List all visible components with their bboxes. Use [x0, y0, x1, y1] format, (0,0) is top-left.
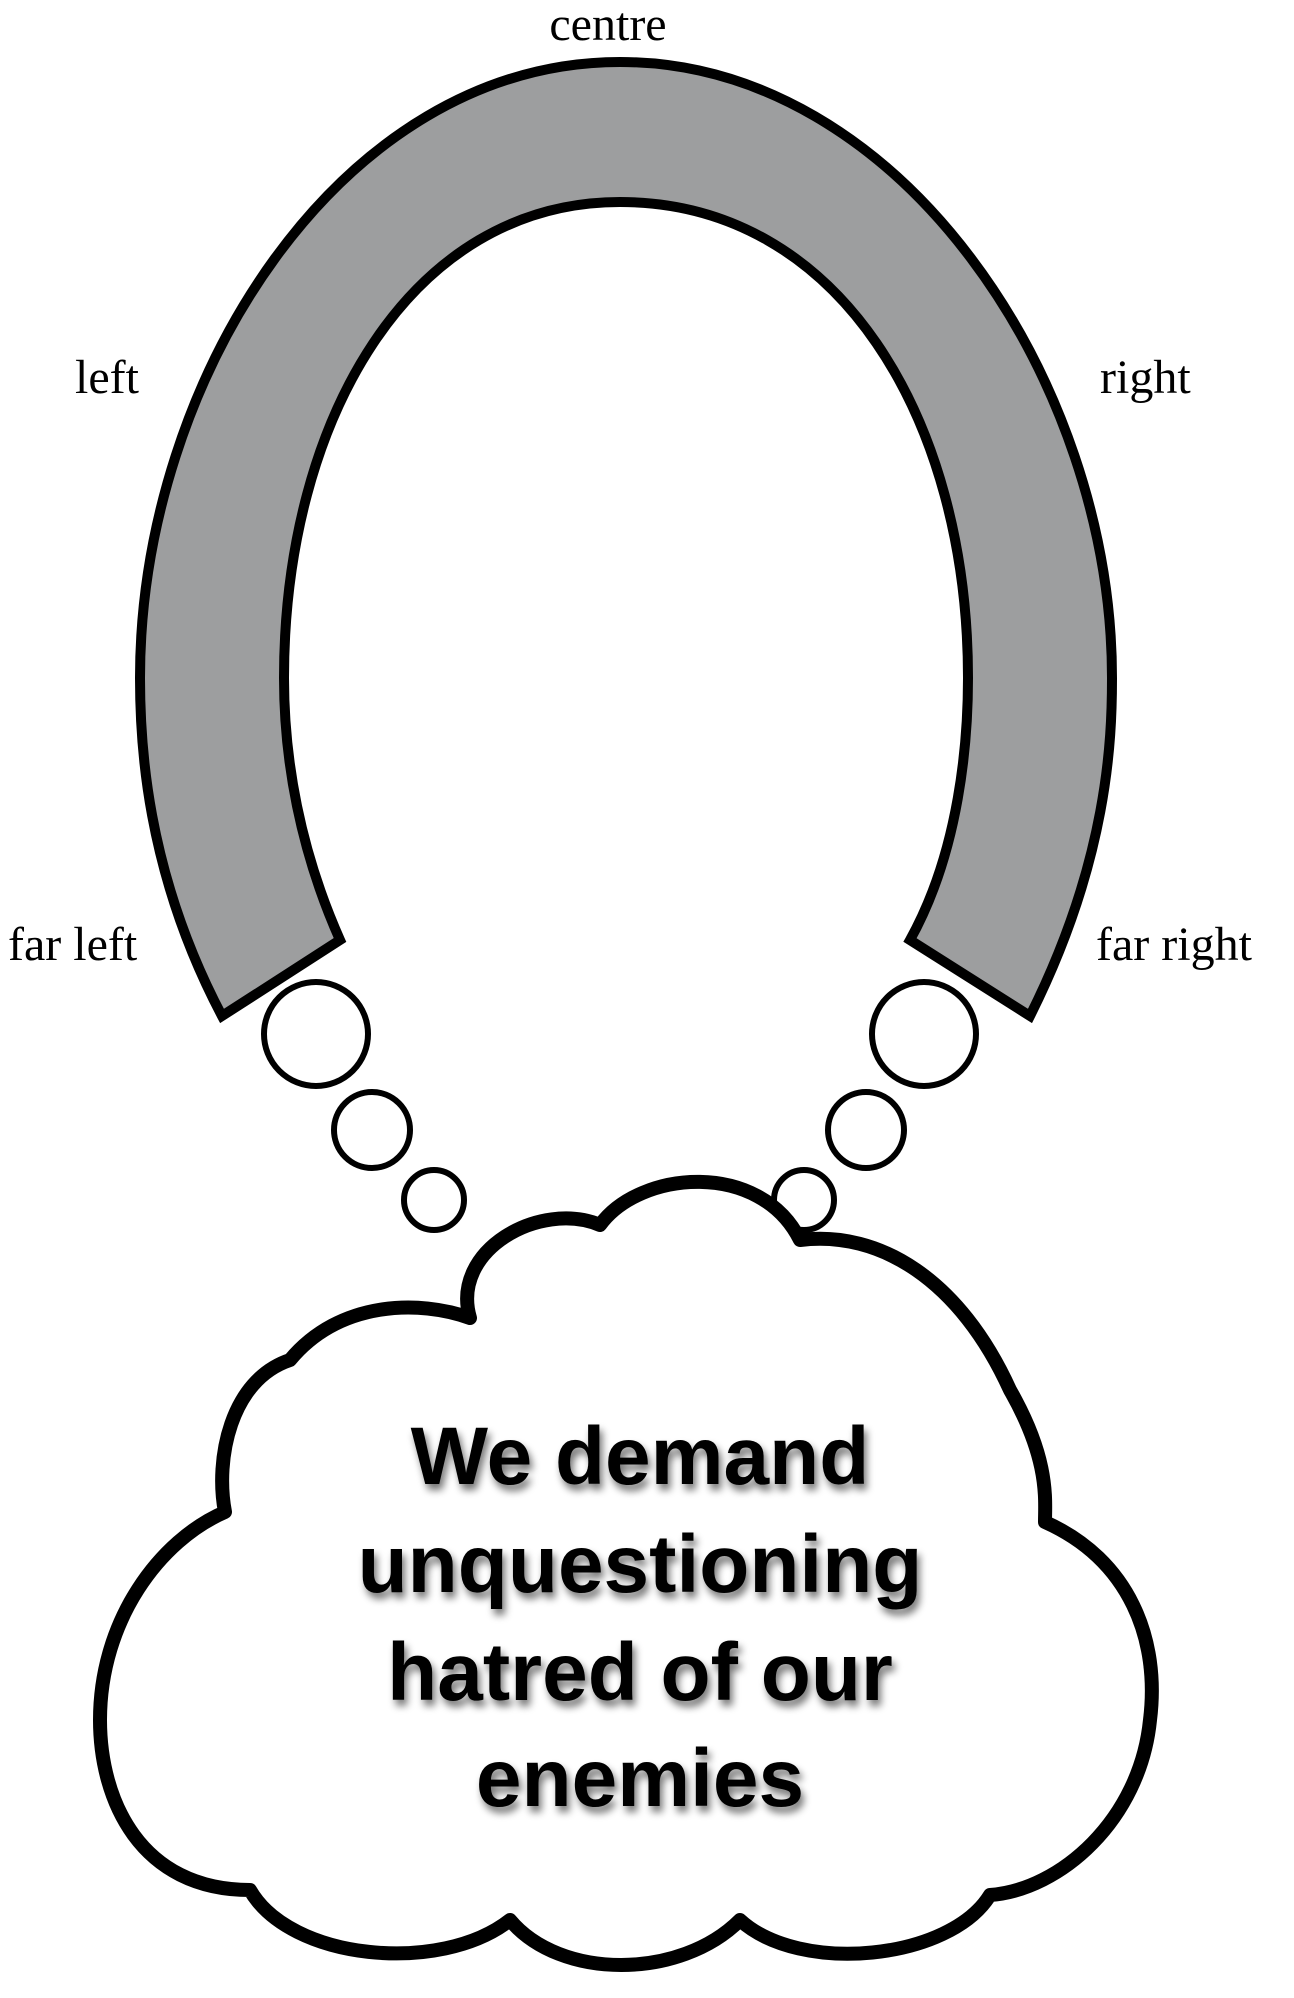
- horseshoe-shape: [134, 56, 1118, 1024]
- thought-cloud-text: We demand unquestioning hatred of our en…: [358, 1411, 923, 1824]
- label-centre: centre: [549, 0, 666, 51]
- thought-bubble-left-large: [261, 979, 371, 1089]
- thought-bubble-left-small: [401, 1167, 467, 1233]
- label-far-right: far right: [1096, 918, 1253, 971]
- label-left: left: [75, 351, 140, 404]
- cloud-text-line-2: unquestioning: [358, 1519, 923, 1610]
- label-far-left: far left: [8, 918, 138, 971]
- label-right: right: [1100, 351, 1191, 404]
- thought-bubble-right-medium: [825, 1089, 907, 1171]
- thought-bubble-right-large: [869, 979, 979, 1089]
- thought-bubble-left-medium: [331, 1089, 413, 1171]
- cloud-text-line-1: We demand: [411, 1411, 870, 1502]
- cloud-text-line-3: hatred of our: [387, 1627, 893, 1718]
- thought-cloud: [93, 1174, 1159, 1972]
- cloud-text-line-4: enemies: [476, 1733, 804, 1824]
